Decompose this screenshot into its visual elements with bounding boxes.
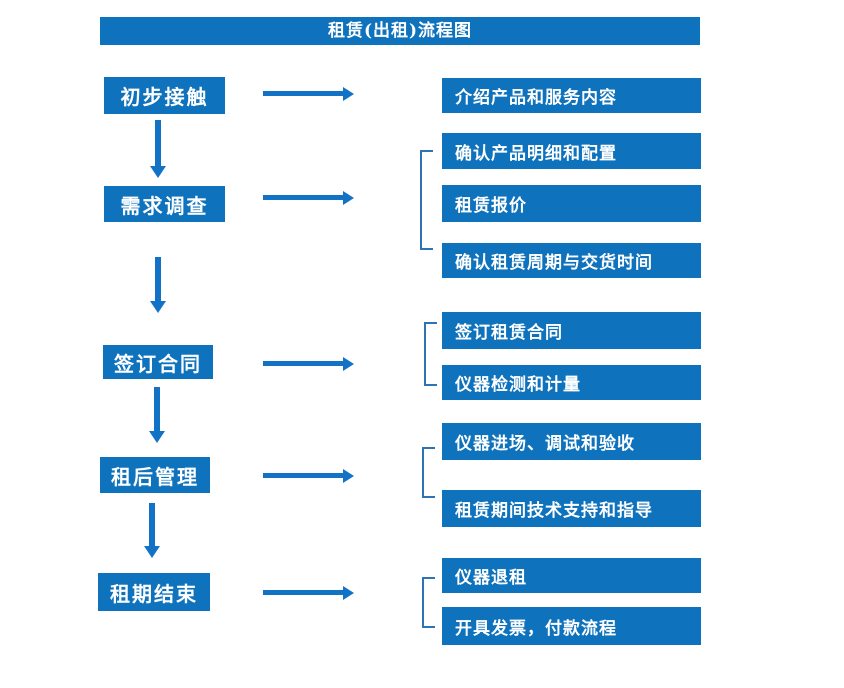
detail-box-invoice-payment: 开具发票，付款流程 [442, 607, 701, 645]
group-bracket-demand-survey [420, 150, 433, 250]
right-arrow-2 [263, 195, 343, 200]
down-arrow-4 [149, 503, 155, 546]
group-bracket-sign-contract [424, 322, 437, 386]
detail-box-instrument-setup: 仪器进场、调试和验收 [442, 423, 701, 460]
group-bracket-post-rental [422, 447, 435, 498]
detail-box-technical-support: 租赁期间技术支持和指导 [442, 490, 701, 527]
right-arrow-1 [263, 91, 343, 96]
detail-box-introduce-products: 介绍产品和服务内容 [442, 78, 701, 113]
down-arrow-1 [155, 120, 161, 166]
detail-box-instrument-return: 仪器退租 [442, 558, 701, 593]
detail-box-confirm-period-delivery: 确认租赁周期与交货时间 [442, 243, 701, 278]
flowchart-title: 租赁(出租)流程图 [100, 17, 700, 45]
step-box-post-rental-management: 租后管理 [100, 457, 210, 493]
right-arrow-4 [263, 473, 343, 478]
detail-box-confirm-configuration: 确认产品明细和配置 [442, 133, 701, 169]
down-arrow-2 [155, 257, 161, 301]
down-arrow-3 [154, 387, 160, 431]
right-arrow-3 [263, 361, 343, 366]
step-box-sign-contract: 签订合同 [103, 345, 213, 379]
detail-box-instrument-inspection: 仪器检测和计量 [442, 365, 701, 400]
detail-box-rental-quotation: 租赁报价 [442, 185, 701, 222]
step-box-demand-survey: 需求调查 [104, 186, 225, 222]
detail-box-sign-rental-contract: 签订租赁合同 [442, 312, 701, 349]
group-bracket-rental-end [422, 577, 435, 628]
right-arrow-5 [263, 590, 343, 595]
step-box-rental-end: 租期结束 [98, 573, 210, 611]
step-box-initial-contact: 初步接触 [104, 77, 225, 114]
